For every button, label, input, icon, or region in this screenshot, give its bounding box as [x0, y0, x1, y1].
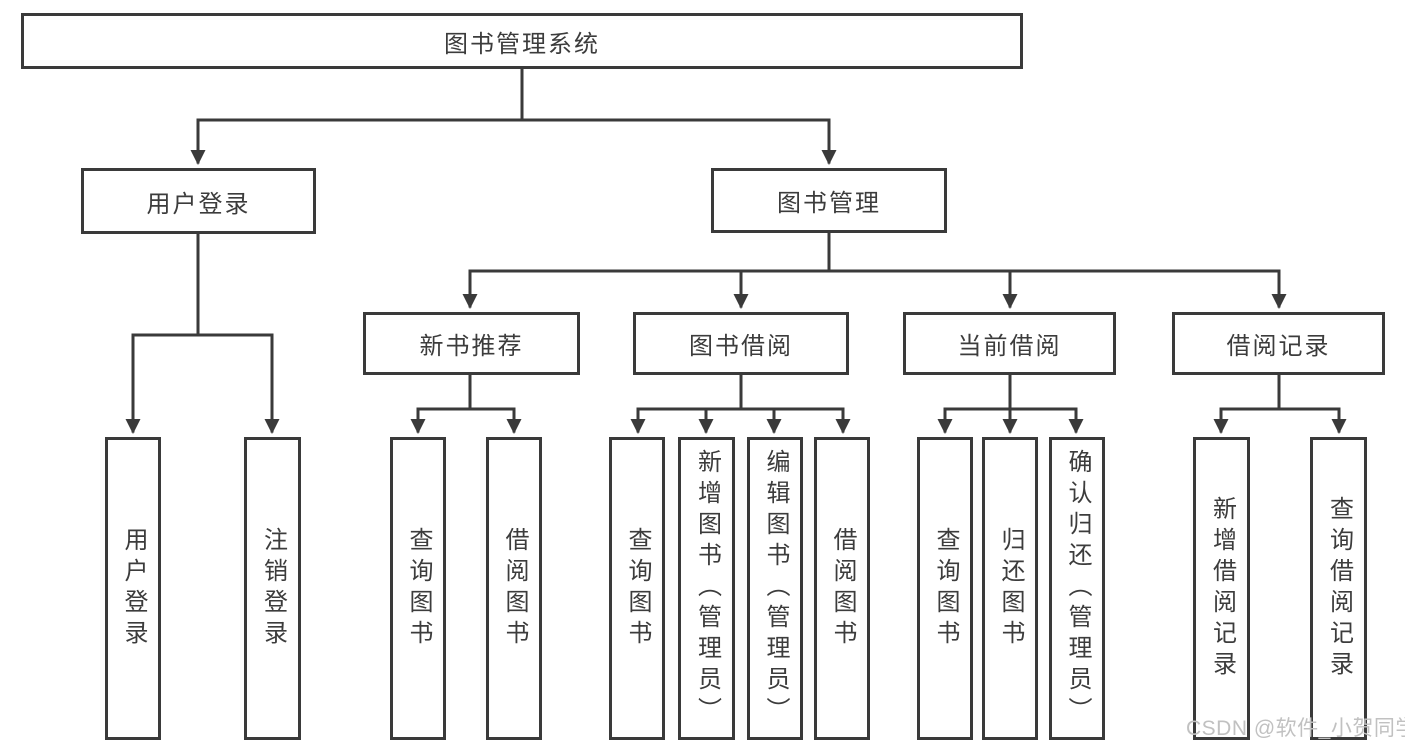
leaf-query-borrow-record-label: 查询借阅记录 — [1325, 495, 1353, 682]
node-user-login-label: 用户登录 — [146, 190, 251, 218]
leaf-query-books-current: 查询图书 — [917, 437, 973, 740]
connector-book-borrow-to-leaves — [630, 373, 851, 434]
leaf-query-books-current-label: 查询图书 — [932, 526, 959, 651]
leaf-add-borrow-record-label: 新增借阅记录 — [1208, 495, 1236, 682]
leaf-query-books-borrow-label: 查询图书 — [624, 526, 651, 651]
connector-new-book-to-leaves — [410, 373, 522, 434]
node-new-book-recommend-label: 新书推荐 — [419, 333, 524, 360]
leaf-add-books-admin: 新增图书（管理员） — [678, 437, 735, 740]
node-current-borrow: 当前借阅 — [903, 312, 1116, 375]
leaf-edit-books-admin: 编辑图书（管理员） — [747, 437, 803, 740]
leaf-borrow-books-newbook: 借阅图书 — [486, 437, 542, 740]
node-current-borrow-label: 当前借阅 — [957, 333, 1062, 360]
leaf-user-login-label: 用户登录 — [120, 526, 147, 651]
leaf-logout: 注销登录 — [244, 437, 301, 740]
connector-borrow-record-to-leaves — [1213, 373, 1347, 434]
node-root: 图书管理系统 — [21, 13, 1023, 69]
leaf-add-borrow-record: 新增借阅记录 — [1193, 437, 1250, 740]
leaf-query-books-newbook-label: 查询图书 — [405, 526, 432, 651]
leaf-edit-books-admin-label: 编辑图书（管理员） — [762, 449, 789, 728]
leaf-borrow-books-borrow: 借阅图书 — [814, 437, 870, 740]
node-user-login: 用户登录 — [81, 168, 316, 234]
csdn-watermark: CSDN @软件_小贺同学 — [1186, 717, 1405, 740]
connector-book-mgmt-to-level3 — [462, 231, 1287, 309]
leaf-user-login: 用户登录 — [105, 437, 161, 740]
node-borrow-record-label: 借阅记录 — [1226, 333, 1331, 360]
node-book-management: 图书管理 — [711, 168, 947, 233]
leaf-confirm-return-admin-label: 确认归还（管理员） — [1064, 449, 1091, 728]
connector-root-to-level2 — [190, 67, 837, 165]
node-book-management-label: 图书管理 — [777, 190, 881, 217]
leaf-add-books-admin-label: 新增图书（管理员） — [693, 449, 721, 728]
leaf-confirm-return-admin: 确认归还（管理员） — [1049, 437, 1105, 740]
leaf-borrow-books-newbook-label: 借阅图书 — [501, 526, 528, 651]
leaf-query-books-borrow: 查询图书 — [609, 437, 665, 740]
node-new-book-recommend: 新书推荐 — [363, 312, 580, 375]
node-book-borrow-label: 图书借阅 — [689, 333, 793, 360]
leaf-query-borrow-record: 查询借阅记录 — [1310, 437, 1367, 740]
node-book-borrow: 图书借阅 — [633, 312, 849, 375]
connector-user-login-to-leaves — [125, 232, 280, 434]
node-borrow-record: 借阅记录 — [1172, 312, 1385, 375]
node-root-label: 图书管理系统 — [444, 30, 600, 58]
connector-current-borrow-to-leaves — [937, 373, 1084, 434]
leaf-borrow-books-borrow-label: 借阅图书 — [829, 526, 856, 651]
leaf-return-books-label: 归还图书 — [997, 526, 1024, 651]
leaf-return-books: 归还图书 — [982, 437, 1038, 740]
leaf-query-books-newbook: 查询图书 — [390, 437, 446, 740]
leaf-logout-label: 注销登录 — [259, 526, 287, 651]
